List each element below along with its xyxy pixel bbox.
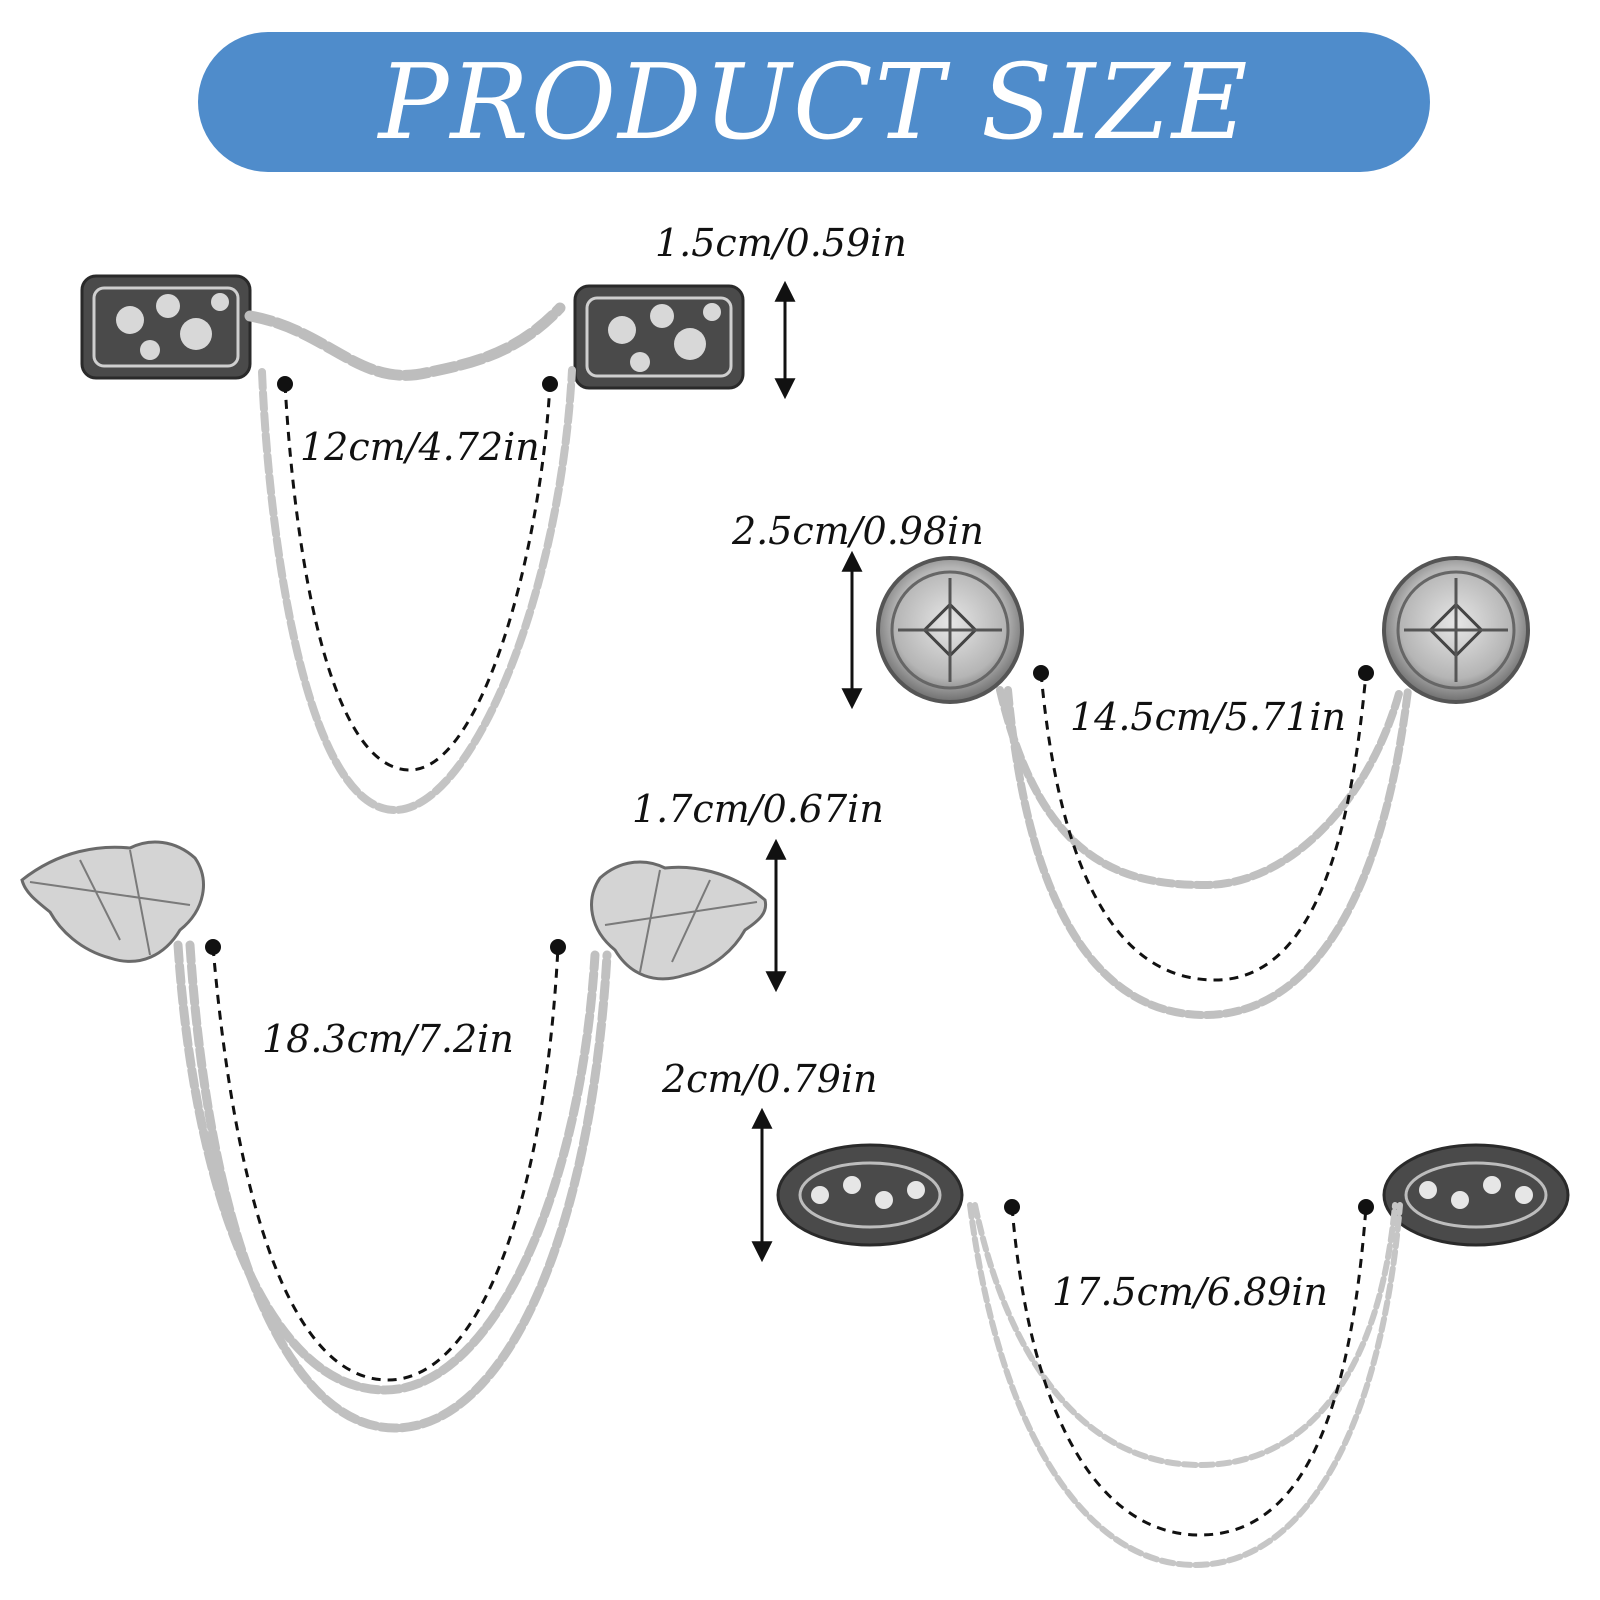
length-guide bbox=[211, 946, 560, 1382]
title-banner: PRODUCT SIZE bbox=[198, 32, 1430, 172]
inner-chain bbox=[173, 940, 600, 1395]
medallion-left bbox=[876, 556, 1024, 704]
outer-chain bbox=[1004, 686, 1412, 1020]
product-floral-clip: 1.5cm/0.59in 12cm/4.72in bbox=[80, 221, 907, 815]
length-label: 18.3cm/7.2in bbox=[262, 1017, 514, 1061]
height-label: 1.7cm/0.67in bbox=[632, 787, 884, 831]
floral-clip-left bbox=[80, 274, 252, 380]
scroll-clip-left bbox=[776, 1143, 964, 1247]
inner-chain bbox=[996, 686, 1404, 890]
guide-dot-left bbox=[205, 939, 221, 955]
scroll-clip-right bbox=[1382, 1143, 1570, 1247]
guide-dot-right bbox=[1358, 665, 1374, 681]
leaf-left bbox=[20, 840, 205, 963]
outer-chain bbox=[258, 366, 576, 815]
guide-dot-left bbox=[1004, 1199, 1020, 1215]
product-round-medallion: 2.5cm/0.98in 14.5cm/5.71in bbox=[731, 509, 1530, 1020]
guide-dot-right bbox=[542, 376, 558, 392]
medallion-right bbox=[1382, 556, 1530, 704]
length-label: 14.5cm/5.71in bbox=[1070, 695, 1346, 739]
inner-chain bbox=[972, 1202, 1398, 1469]
guide-dot-left bbox=[277, 376, 293, 392]
outer-chain bbox=[185, 940, 612, 1433]
product-leaf-clip: 1.7cm/0.67in 18.3cm/7.2in bbox=[20, 787, 884, 1433]
floral-clip-right bbox=[573, 284, 745, 390]
height-label: 1.5cm/0.59in bbox=[655, 221, 907, 265]
length-label: 17.5cm/6.89in bbox=[1052, 1270, 1328, 1314]
product-rhinestone-scroll: 2cm/0.79in 17.5cm/6.89in bbox=[661, 1057, 1570, 1569]
guide-dot-right bbox=[550, 939, 566, 955]
outer-chain bbox=[967, 1202, 1403, 1569]
page-title: PRODUCT SIZE bbox=[378, 41, 1250, 163]
height-label: 2.5cm/0.98in bbox=[731, 509, 984, 553]
top-chain bbox=[244, 302, 566, 381]
guide-dot-right bbox=[1358, 1199, 1374, 1215]
leaf-right bbox=[590, 860, 768, 981]
length-guide bbox=[1039, 672, 1368, 982]
length-label: 12cm/4.72in bbox=[300, 425, 540, 469]
guide-dot-left bbox=[1033, 665, 1049, 681]
height-label: 2cm/0.79in bbox=[661, 1057, 878, 1101]
